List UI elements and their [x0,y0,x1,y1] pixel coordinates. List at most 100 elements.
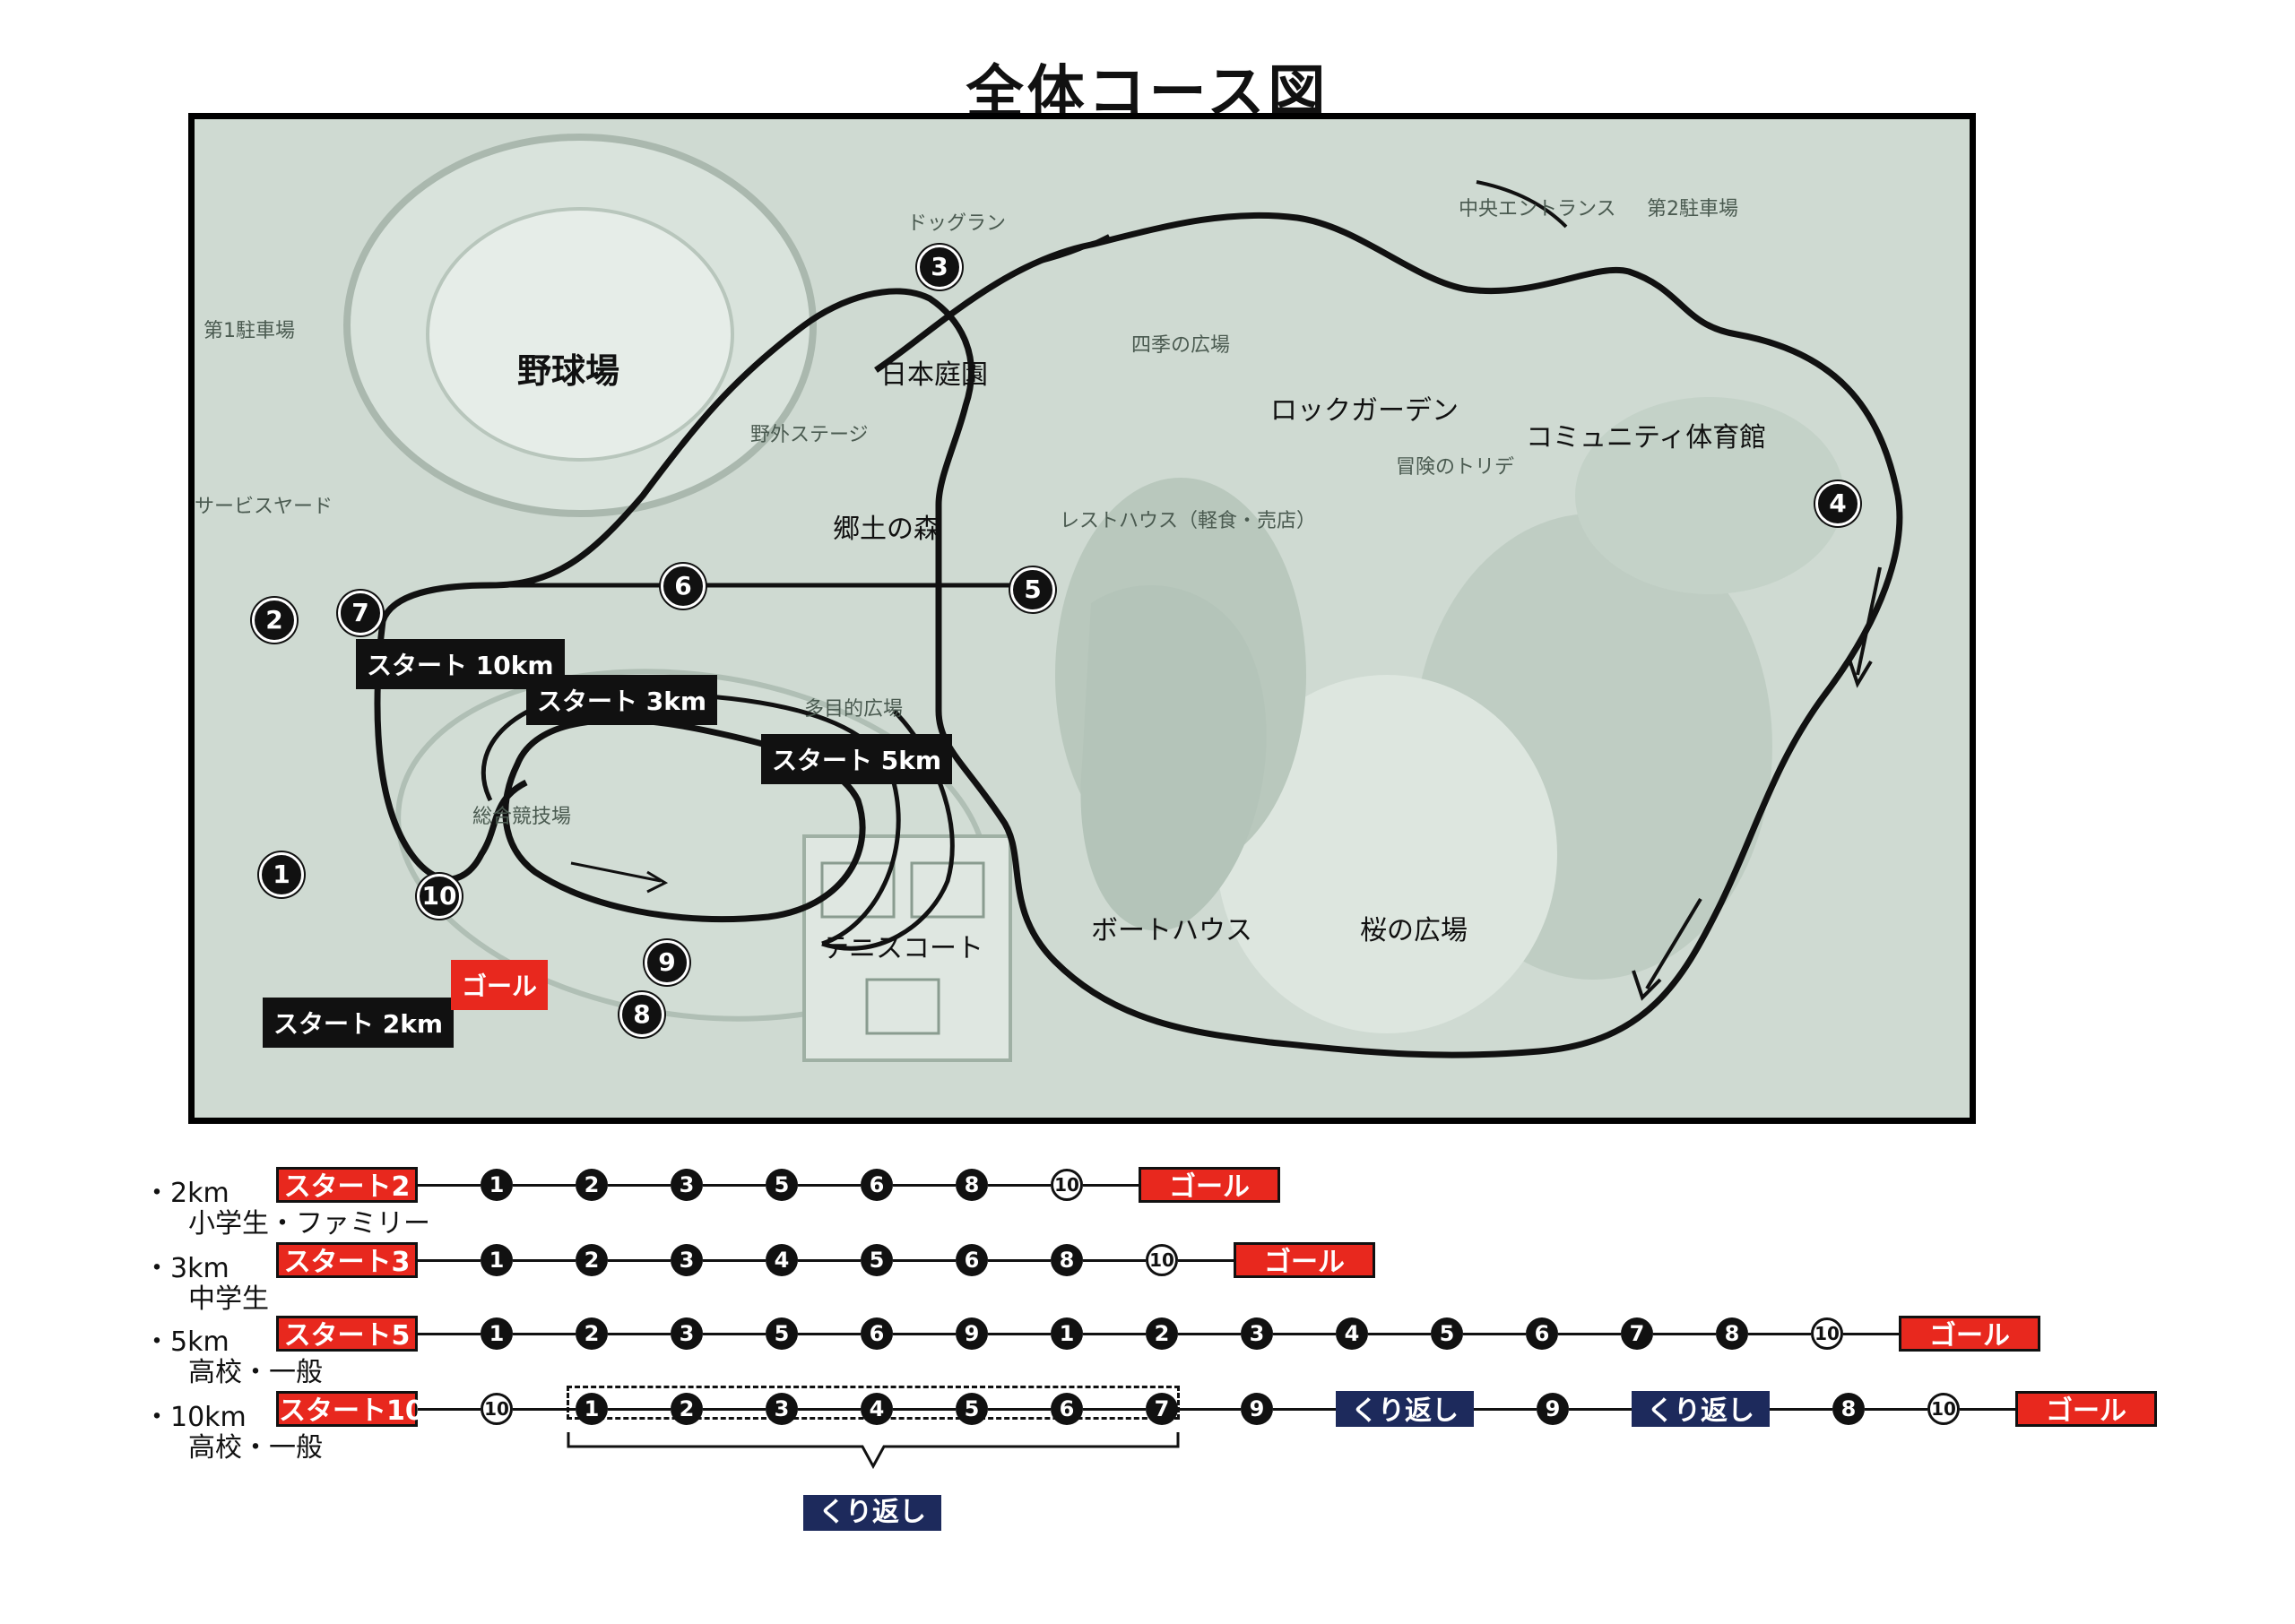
legend-connector [703,1408,766,1411]
legend-connector [513,1259,576,1262]
goal-tag: ゴール [451,960,549,1010]
legend-checkpoint: 3 [671,1169,703,1201]
legend-checkpoint: 10 [481,1393,513,1425]
legend-connector [418,1259,481,1262]
legend-connector [1273,1333,1336,1335]
legend-connector [1273,1408,1336,1411]
checkpoint-2: 2 [252,598,297,643]
course-map: 野球場 日本庭園 ロックガーデン コミュニティ体育館 郷土の森 テニスコート ボ… [188,113,1976,1124]
legend-checkpoint: 4 [766,1244,798,1276]
legend-connector [798,1259,861,1262]
map-label-center-entrance: 中央エントランス [1459,198,1616,220]
map-label-rock-garden: ロックガーデン [1270,395,1459,427]
legend-checkpoint: 10 [1146,1244,1178,1276]
legend-repeat: くり返し [1632,1391,1770,1427]
legend-checkpoint: 9 [956,1317,988,1350]
legend-connector [798,1333,861,1335]
legend-checkpoint: 3 [671,1317,703,1350]
map-graphic [195,119,1970,1118]
legend-distance: ・10km [143,1402,247,1433]
legend-connector [418,1184,481,1187]
legend-connector [1865,1408,1927,1411]
legend-connector [608,1408,671,1411]
legend-checkpoint: 8 [956,1169,988,1201]
legend-connector [608,1333,671,1335]
legend-goal: ゴール [1899,1316,2040,1352]
legend-connector [1843,1333,1899,1335]
map-label-adventure: 冒険のトリデ [1396,456,1515,479]
legend-checkpoint: 3 [671,1244,703,1276]
legend-checkpoint: 8 [1716,1317,1748,1350]
tennis-courts [802,834,1012,1062]
legend-checkpoint: 3 [1241,1317,1273,1350]
legend-checkpoint: 6 [861,1317,893,1350]
map-label-dogrun: ドッグラン [907,212,1007,235]
legend-checkpoint: 3 [766,1393,798,1425]
legend-checkpoint: 5 [1431,1317,1463,1350]
legend-connector [893,1184,956,1187]
legend-start: スタート10 [276,1391,424,1427]
legend-connector [1083,1408,1146,1411]
legend-connector [608,1184,671,1187]
map-label-outdoor-stage: 野外ステージ [750,424,869,446]
legend-connector [608,1259,671,1262]
repeat-loop-box [567,1386,1180,1420]
legend-connector [1474,1408,1537,1411]
legend-connector [1178,1259,1234,1262]
legend-checkpoint: 6 [956,1244,988,1276]
map-label-tennis: テニスコート [822,933,983,964]
legend-connector [418,1408,481,1411]
legend-connector [513,1408,576,1411]
legend-category: 高校・一般 [188,1357,323,1388]
legend-distance: ・5km [143,1326,230,1358]
checkpoint-9: 9 [645,940,689,985]
legend-distance: ・2km [143,1178,230,1209]
legend-checkpoint: 6 [1051,1393,1083,1425]
start-tag-5km: スタート 5km [761,734,953,784]
legend-checkpoint: 4 [861,1393,893,1425]
checkpoint-1: 1 [259,852,304,897]
legend-checkpoint: 5 [766,1169,798,1201]
legend-connector [1748,1333,1811,1335]
legend-checkpoint: 5 [956,1393,988,1425]
checkpoint-4: 4 [1815,481,1860,526]
legend-connector [893,1333,956,1335]
map-label-sakura: 桜の広場 [1360,915,1468,946]
legend-checkpoint: 10 [1051,1169,1083,1201]
legend-checkpoint: 10 [1927,1393,1960,1425]
legend-connector [1178,1333,1241,1335]
pond [1080,585,1267,931]
legend-connector [1770,1408,1832,1411]
legend-checkpoint: 1 [576,1393,608,1425]
legend-start: スタート3 [276,1242,418,1278]
legend-checkpoint: 8 [1051,1244,1083,1276]
legend-checkpoint: 1 [1051,1317,1083,1350]
legend-checkpoint: 1 [481,1317,513,1350]
legend-checkpoint: 2 [671,1393,703,1425]
legend-distance: ・3km [143,1253,230,1284]
legend-checkpoint: 2 [576,1317,608,1350]
legend-checkpoint: 6 [861,1169,893,1201]
map-label-baseball: 野球場 [517,351,620,391]
legend-connector [988,1333,1051,1335]
legend-checkpoint: 2 [576,1169,608,1201]
checkpoint-5: 5 [1010,567,1055,612]
checkpoint-7: 7 [338,591,383,635]
checkpoint-10: 10 [417,874,462,919]
legend-category: 高校・一般 [188,1432,323,1464]
legend-connector [1463,1333,1526,1335]
legend-checkpoint: 10 [1811,1317,1843,1350]
legend-checkpoint: 2 [1146,1317,1178,1350]
legend-connector [703,1184,766,1187]
repeat-brace [567,1432,1180,1470]
legend-checkpoint: 6 [1526,1317,1558,1350]
legend-connector [513,1333,576,1335]
legend-checkpoint: 7 [1621,1317,1653,1350]
legend-connector [798,1408,861,1411]
legend-checkpoint: 9 [1241,1393,1273,1425]
legend-connector [703,1333,766,1335]
legend-connector [988,1184,1051,1187]
legend-connector [893,1408,956,1411]
legend-checkpoint: 1 [481,1169,513,1201]
map-label-community-gym: コミュニティ体育館 [1526,422,1767,454]
